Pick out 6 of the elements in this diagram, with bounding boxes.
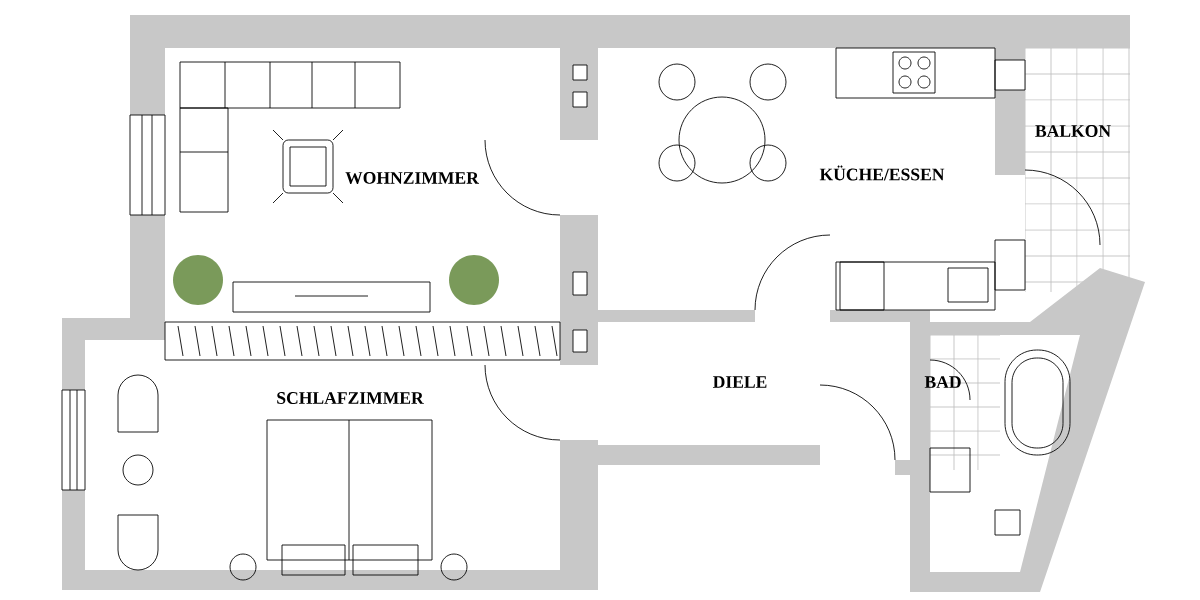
room-label: WOHNZIMMER bbox=[345, 172, 479, 184]
room-label: DIELE bbox=[712, 376, 767, 388]
room-label: BAD bbox=[924, 376, 961, 388]
room-label: KÜCHE/ESSEN bbox=[819, 165, 945, 181]
room-label: SCHLAFZIMMER bbox=[277, 392, 424, 404]
room-label: BALKON bbox=[1035, 125, 1111, 137]
